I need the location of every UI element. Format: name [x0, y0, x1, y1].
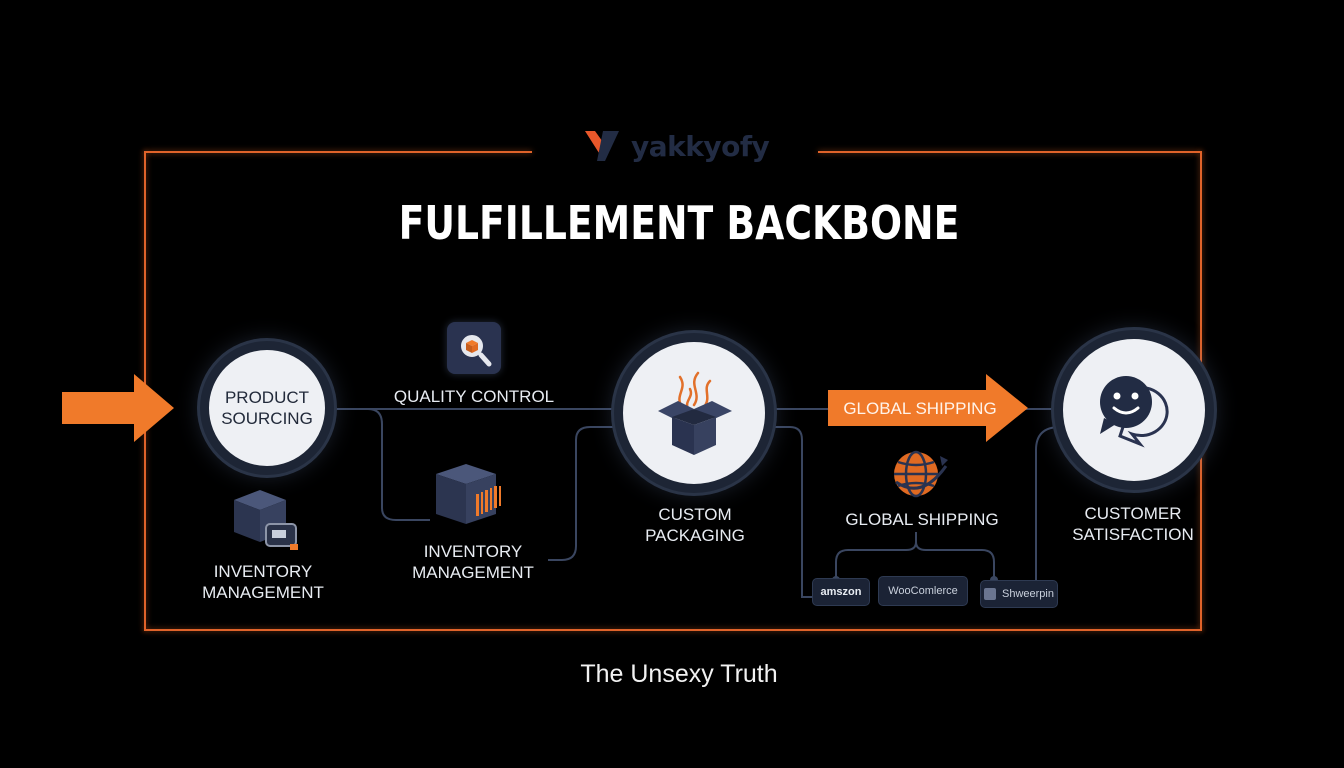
- product-sourcing-label: PRODUCT SOURCING: [221, 388, 313, 428]
- entry-arrow: [62, 374, 174, 442]
- shopify-bag-icon: [984, 588, 996, 600]
- custom-packaging-node: [614, 333, 774, 493]
- box-barcode-icon: [436, 464, 501, 524]
- frame-top-right: [818, 151, 1202, 153]
- globe-icon: [894, 450, 948, 498]
- product-sourcing-node: PRODUCT SOURCING: [200, 341, 334, 475]
- open-box-icon: [658, 371, 732, 455]
- custom-packaging-label: CUSTOM PACKAGING: [645, 505, 745, 545]
- inventory-management-label-2: INVENTORY MANAGEMENT: [412, 542, 534, 582]
- box-scanner-icon: [234, 490, 298, 550]
- tagline: The Unsexy Truth: [580, 660, 778, 688]
- yakkyofy-y-logo-icon: [585, 131, 619, 161]
- page-title: FULFILLEMENT BACKBONE: [398, 196, 960, 250]
- inventory-management-label-1: INVENTORY MANAGEMENT: [202, 562, 324, 602]
- frame-top-left: [144, 151, 532, 153]
- global-shipping-arrow: [828, 374, 1028, 442]
- logo: yakkyofy: [585, 120, 785, 172]
- smiley-chat-icon: [1100, 376, 1169, 448]
- global-shipping-label: GLOBAL SHIPPING: [845, 510, 999, 529]
- logo-text: yakkyofy: [631, 129, 770, 163]
- customer-satisfaction-node: [1054, 330, 1214, 490]
- platform-woocommerce: WooComlerce: [878, 576, 968, 606]
- magnifier-box-icon: [447, 322, 501, 374]
- platform-amazon: amszon: [812, 578, 870, 606]
- frame-bottom: [144, 629, 1202, 631]
- platform-shopify-label: Shweerpin: [1002, 588, 1054, 600]
- global-shipping-arrow-label: GLOBAL SHIPPING: [843, 399, 997, 418]
- quality-control-label: QUALITY CONTROL: [393, 387, 555, 406]
- customer-satisfaction-label: CUSTOMER SATISFACTION: [1072, 504, 1194, 544]
- platform-shopify: Shweerpin: [980, 580, 1058, 608]
